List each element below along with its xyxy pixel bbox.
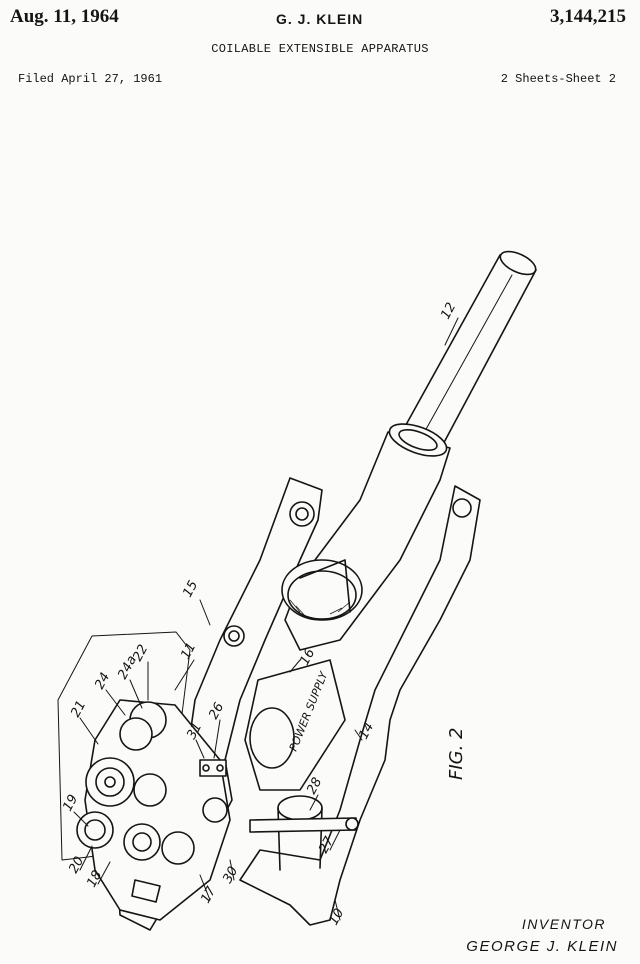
ref-12: 12 xyxy=(438,300,459,322)
ref-28: 28 xyxy=(304,775,325,797)
ref-20: 20 xyxy=(66,854,87,876)
filed-date: Filed April 27, 1961 xyxy=(18,72,163,86)
reference-numerals: 12 15 16 11 22 24a 24 21 26 31 14 28 27 … xyxy=(60,300,459,928)
patent-date: Aug. 11, 1964 xyxy=(10,6,119,27)
ref-14: 14 xyxy=(356,720,377,742)
sheet-count: 2 Sheets-Sheet 2 xyxy=(500,72,616,86)
power-supply-unit xyxy=(244,659,346,791)
ref-19: 19 xyxy=(60,792,81,814)
ref-21: 21 xyxy=(68,698,89,720)
roller-assembly xyxy=(76,701,228,903)
ref-30: 30 xyxy=(220,864,241,886)
inventor-name: GEORGE J. KLEIN xyxy=(466,938,618,955)
patent-number: 3,144,215 xyxy=(550,6,626,27)
housing-right-plate xyxy=(239,485,481,926)
ref-16: 16 xyxy=(297,646,318,668)
ref-17: 17 xyxy=(198,884,219,906)
ref-24: 24 xyxy=(92,670,113,692)
ref-27: 27 xyxy=(316,834,337,856)
sleeve-body xyxy=(281,423,451,651)
ref-15: 15 xyxy=(180,578,201,600)
ref-10: 10 xyxy=(326,906,347,928)
motor-cylinder xyxy=(249,795,359,871)
leader-lines xyxy=(73,317,459,921)
inventor-short-name: G. J. KLEIN xyxy=(276,11,364,27)
extensible-tube xyxy=(401,250,537,451)
ref-31: 31 xyxy=(184,720,205,742)
ref-22: 22 xyxy=(130,642,151,664)
inventor-label: INVENTOR xyxy=(521,916,606,932)
ref-18: 18 xyxy=(84,868,105,890)
ref-11: 11 xyxy=(178,640,199,662)
figure-label: FIG. 2 xyxy=(446,727,467,780)
patent-title: COILABLE EXTENSIBLE APPARATUS xyxy=(211,42,429,56)
ref-26: 26 xyxy=(206,700,227,722)
